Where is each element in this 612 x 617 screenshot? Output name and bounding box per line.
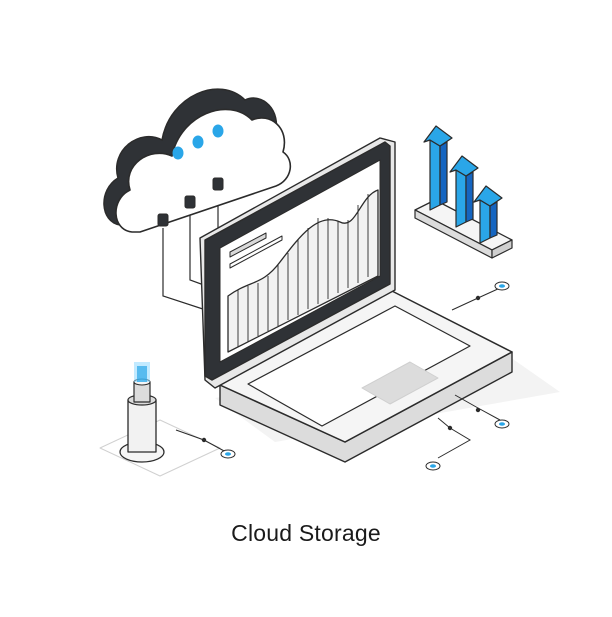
pillar-connector [175,429,236,459]
cloud-status-dots [172,124,224,160]
growth-arrows-icon [414,125,513,259]
connector-dots [425,281,510,471]
laptop-icon [199,137,513,463]
cloud-plugs [157,177,224,227]
cloud-icon [103,88,292,233]
illustration-caption: Cloud Storage [231,520,381,546]
server-pillar-icon [99,362,221,477]
screen-header-bars [229,232,283,269]
line-chart-icon [227,189,379,353]
